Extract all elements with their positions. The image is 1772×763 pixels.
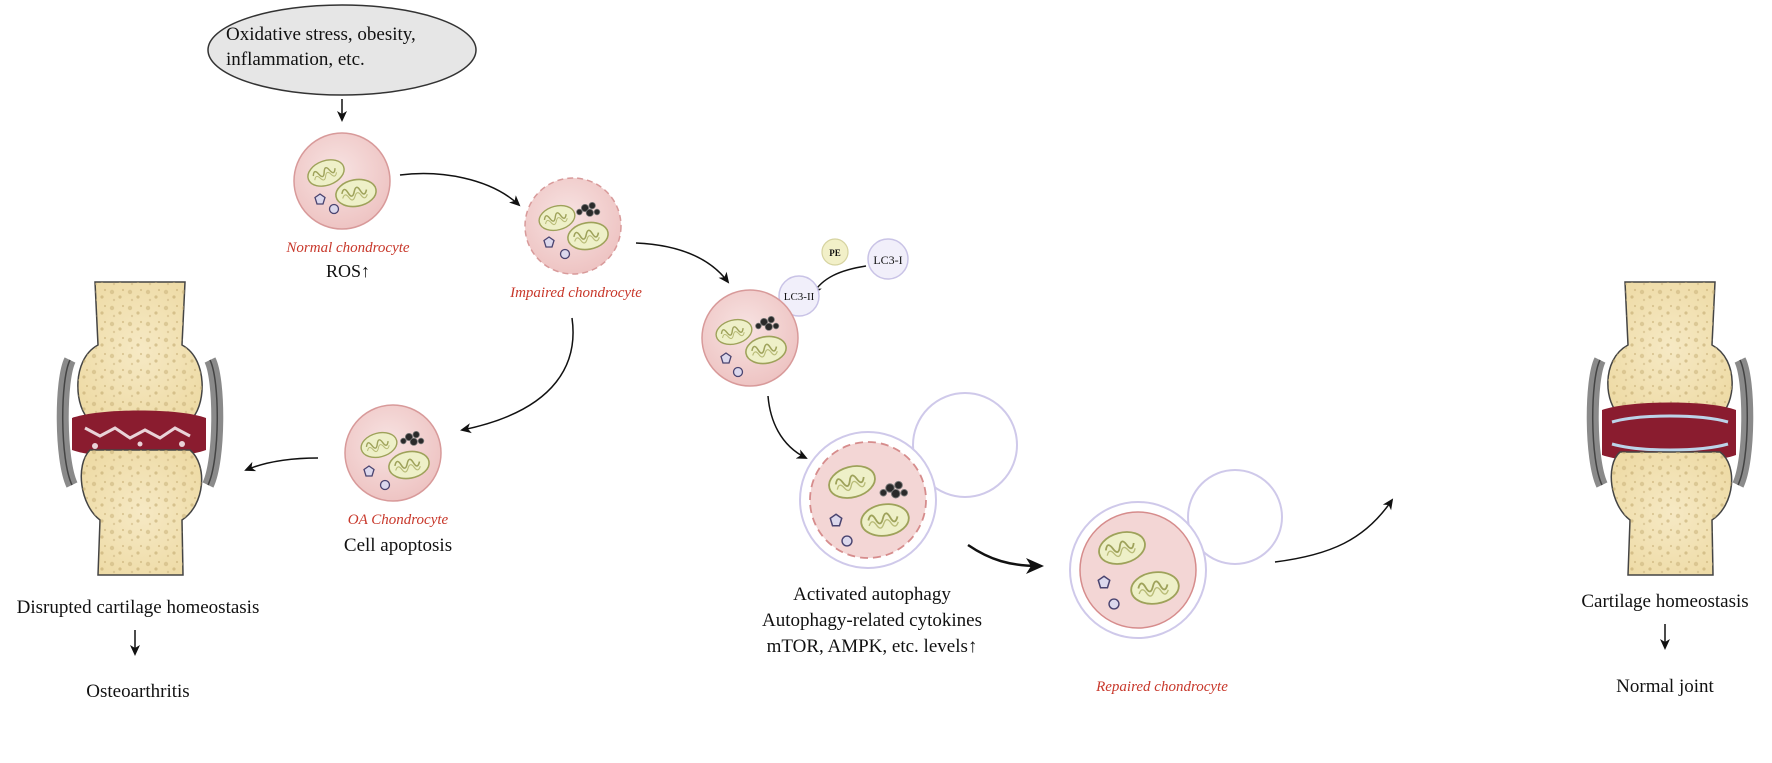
arrow-impaired-to-oa [460,317,574,434]
oa-chondrocyte-label: OA Chondrocyte [348,512,449,528]
lc3-i-label: LC3-I [873,253,902,267]
autophagy-line2: Autophagy-related cytokines [762,610,982,631]
arrow-to-repaired [967,543,1044,574]
normal-chondrocyte-label: Normal chondrocyte [285,240,410,256]
repaired-chondrocyte [1069,469,1283,639]
pe-molecule: PE [821,238,849,266]
lc3-i-molecule: LC3-I [867,238,909,280]
trigger-line1: Oxidative stress, obesity, [226,24,416,45]
arrow-impaired-to-lc3 [635,242,730,284]
trigger-ellipse: Oxidative stress, obesity, inflammation,… [207,4,477,96]
autophagy-line1: Activated autophagy [793,584,951,605]
arrow-oa-to-damaged-joint [244,457,319,472]
autophagosome-cell [799,392,1018,569]
arrow-to-normal-joint [1274,498,1394,563]
pe-label: PE [829,248,841,258]
oa-chondrocyte [344,404,442,502]
osteoarthritis-label: Osteoarthritis [86,681,189,702]
normal-joint [1586,281,1754,576]
autophagy-line3: mTOR, AMPK, etc. levels↑ [767,636,978,657]
disrupted-homeostasis-label: Disrupted cartilage homeostasis [17,597,260,618]
impaired-chondrocyte [524,177,622,275]
impaired-chondrocyte-label: Impaired chondrocyte [509,285,642,301]
normal-chondrocyte [293,132,391,230]
lc3-chondrocyte [701,289,799,387]
lc3-ii-molecule: LC3-II [778,275,820,317]
damaged-joint [56,281,224,576]
arrow-lc3-conversion [812,265,867,296]
ros-label: ROS↑ [326,261,370,281]
trigger-line2: inflammation, etc. [226,49,365,70]
repaired-chondrocyte-label: Repaired chondrocyte [1095,679,1228,695]
arrow-to-autophagy [767,395,808,459]
cartilage-homeostasis-label: Cartilage homeostasis [1581,591,1748,612]
arrow-normal-to-impaired [399,172,521,207]
apoptosis-label: Cell apoptosis [344,535,452,556]
normal-joint-label: Normal joint [1616,676,1714,697]
lc3-ii-label: LC3-II [784,291,815,303]
